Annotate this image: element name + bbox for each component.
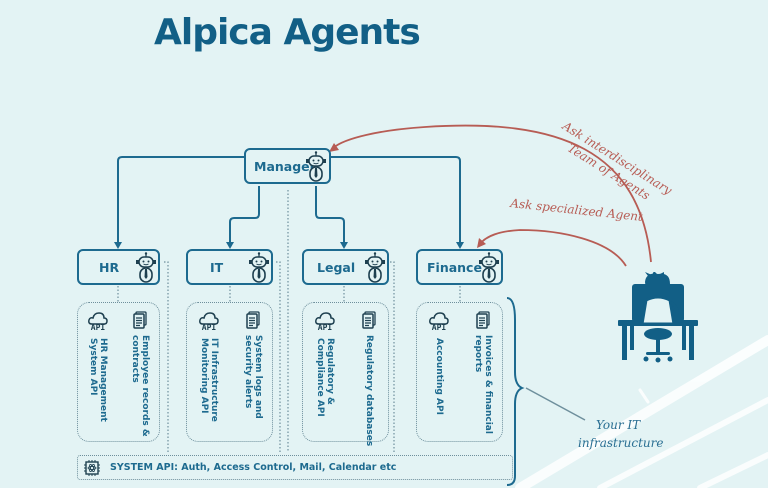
- robot-agent-icon: [249, 252, 269, 283]
- resource-item: API Accounting API: [425, 311, 453, 415]
- system-api-label: SYSTEM API: Auth, Access Control, Mail, …: [110, 462, 397, 473]
- resource-item: System logs and security alerts: [239, 311, 267, 419]
- hierarchy-connectors: [117, 156, 461, 244]
- resource-label: IT Infrastructure Monitoring API: [199, 338, 219, 422]
- resource-item: Regulatory databases: [355, 311, 383, 446]
- it-label: IT: [210, 259, 224, 275]
- finance-resources-group: API Accounting API Invoices & financial …: [416, 302, 503, 442]
- page-title: Alpica Agents: [154, 12, 421, 53]
- cloud-api-icon: [199, 312, 219, 325]
- resource-label: HR Management System API: [88, 338, 108, 422]
- resource-item: API Regulatory & Compliance API: [311, 311, 339, 417]
- hr-resources-group: API HR Management System API Employee re…: [77, 302, 160, 442]
- legal-agent-node[interactable]: Legal: [302, 249, 389, 285]
- it-agent-node[interactable]: IT: [186, 249, 273, 285]
- robot-agent-icon: [306, 151, 326, 182]
- it-resources-group: API IT Infrastructure Monitoring API Sys…: [186, 302, 273, 442]
- cloud-api-icon: [315, 312, 335, 325]
- infra-annotation-line2: infrastructure: [578, 436, 664, 450]
- robot-agent-icon: [136, 252, 156, 283]
- legal-label: Legal: [317, 259, 356, 275]
- decorative-strokes: [515, 335, 768, 488]
- resource-label: System logs and security alerts: [243, 335, 263, 419]
- document-icon: [246, 311, 260, 329]
- cloud-api-icon: [429, 312, 449, 325]
- document-icon: [362, 311, 376, 329]
- api-icon-text: API: [431, 323, 447, 332]
- resource-item: API IT Infrastructure Monitoring API: [195, 311, 223, 422]
- resource-label: Regulatory & Compliance API: [315, 338, 335, 417]
- arrowheads: [114, 242, 464, 249]
- infrastructure-brace: [506, 297, 525, 486]
- request-arrowheads: [329, 143, 486, 248]
- manager-label: Manager: [254, 158, 316, 174]
- api-icon-text: API: [317, 323, 333, 332]
- resource-label: Regulatory databases: [364, 335, 374, 447]
- robot-agent-icon: [479, 252, 499, 283]
- infra-annotation-line1: Your IT: [596, 418, 641, 432]
- resource-item: API HR Management System API: [84, 311, 112, 422]
- api-icon-text: API: [201, 323, 217, 332]
- manager-agent-node[interactable]: Manager: [244, 148, 331, 184]
- user-at-computer-icon: [618, 272, 698, 363]
- system-api-bar: SYSTEM API: Auth, Access Control, Mail, …: [77, 455, 513, 480]
- cloud-api-icon: [88, 312, 108, 325]
- resource-item: Employee records & contracts: [126, 311, 154, 437]
- dotted-dividers: [117, 190, 461, 452]
- resource-label: Employee records & contracts: [130, 335, 150, 437]
- chip-icon: [84, 459, 100, 476]
- hr-agent-node[interactable]: HR: [77, 249, 160, 285]
- infra-pointer-line: [525, 387, 586, 421]
- document-icon: [133, 311, 147, 329]
- request-arrows: [332, 124, 652, 267]
- finance-agent-node[interactable]: Finance: [416, 249, 503, 285]
- finance-label: Finance: [427, 259, 482, 275]
- resource-item: Invoices & financial reports: [469, 311, 497, 434]
- robot-agent-icon: [365, 252, 385, 283]
- resource-label: Invoices & financial reports: [473, 335, 493, 434]
- hr-label: HR: [99, 259, 120, 275]
- resource-label: Accounting API: [434, 338, 444, 415]
- document-icon: [476, 311, 490, 329]
- api-icon-text: API: [90, 323, 106, 332]
- legal-resources-group: API Regulatory & Compliance API Regulato…: [302, 302, 389, 446]
